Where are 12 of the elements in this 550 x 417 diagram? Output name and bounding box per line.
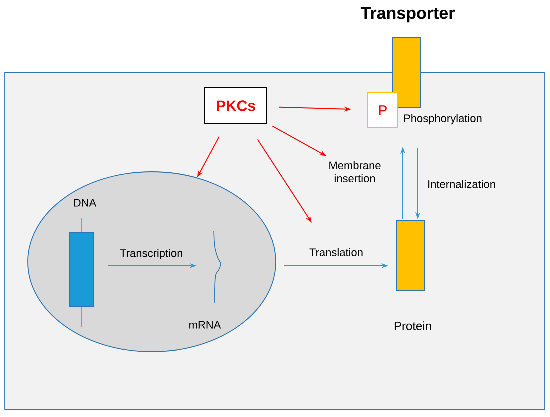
edge-label: Internalization (428, 180, 496, 188)
mrna-label: mRNA (190, 321, 222, 329)
edge-label: Translation (310, 248, 363, 256)
dna-label: DNA (74, 199, 97, 207)
protein-label: Protein (394, 322, 432, 330)
process-label: Phosphorylation (404, 114, 482, 125)
transporter-title: Transporter (360, 7, 455, 23)
edge-label: Transcription (120, 249, 182, 260)
nucleus-ellipse (28, 172, 276, 352)
enzyme-box: PKCs (204, 88, 268, 124)
phosphate-box: P (368, 92, 398, 128)
process-label: Membrane insertion (330, 161, 381, 183)
